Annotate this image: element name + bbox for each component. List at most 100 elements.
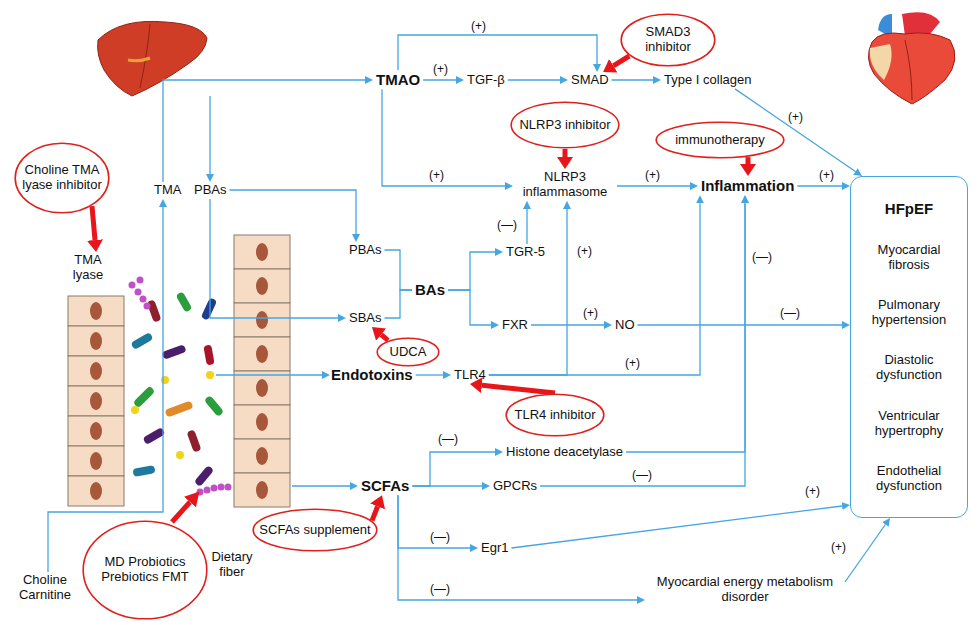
enzyme-label: TMA lyase — [64, 252, 112, 284]
intervention-ellipse: TLR4 inhibitor — [505, 393, 605, 437]
intervention-ellipse: Choline TMA lyase inhibitor — [14, 142, 110, 214]
effect-sign: (—) — [779, 307, 801, 320]
metabolite-label: PBAs — [191, 182, 230, 199]
effect-sign: (+) — [787, 111, 804, 124]
pathway-arrow — [412, 452, 495, 486]
pathway-arrow — [489, 203, 700, 375]
effect-sign: (+) — [582, 307, 599, 320]
pathway-arrow — [416, 374, 443, 375]
pathway-arrow — [526, 209, 527, 244]
intervention-ellipse: immunotherapy — [655, 121, 785, 159]
node-text: Pulmonary hypertension — [859, 298, 959, 328]
microbiota-arrow — [216, 374, 322, 375]
effect-sign: (+) — [624, 357, 641, 370]
node-text: NO — [615, 318, 635, 333]
effect-sign: (+) — [644, 169, 661, 182]
mediator-label: NO — [612, 317, 638, 334]
effect-sign: (+) — [576, 245, 593, 258]
node-text: Type I collagen — [664, 73, 751, 88]
metabolite-label: SCFAs — [358, 476, 412, 495]
pathway-arrow — [398, 495, 637, 600]
pathway-arrow — [398, 495, 470, 548]
node-text: TMA — [154, 183, 181, 198]
effect-sign: (+) — [804, 485, 821, 498]
node-text: Dietary fiber — [207, 550, 257, 580]
metabolite-label: SBAs — [346, 310, 385, 327]
pathway-arrow — [612, 79, 653, 80]
node-text: Choline Carnitine — [13, 573, 77, 603]
effect-sign: (—) — [631, 469, 653, 482]
node-text: BAs — [415, 281, 445, 298]
node-text: Endotoxins — [331, 366, 413, 383]
fiber-arrow — [292, 485, 350, 486]
node-text: UDCA — [390, 345, 427, 360]
node-text: Egr1 — [481, 541, 508, 556]
node-text: HFpEF — [859, 200, 959, 217]
pathway-arrow — [210, 199, 338, 318]
pathway-arrow — [385, 290, 413, 318]
pathway-arrow — [382, 89, 505, 186]
node-text: Endothelial dysfunction — [859, 464, 959, 494]
node-text: TLR4 — [454, 368, 486, 383]
pathway-arrow — [512, 506, 843, 548]
node-text: FXR — [502, 318, 528, 333]
receptor-label: TGR-5 — [503, 244, 548, 261]
intervention-arrow — [92, 206, 95, 240]
liver-illustration — [98, 21, 207, 96]
metabolite-label: PBAs — [346, 242, 385, 259]
effect-sign: (—) — [429, 583, 451, 596]
node-text: PBAs — [194, 183, 227, 198]
intervention-ellipse: SCFAs supplement — [252, 508, 378, 552]
effect-sign: (+) — [830, 541, 847, 554]
pathway-arrow — [508, 79, 560, 80]
pathway-arrow — [626, 203, 745, 452]
node-text: Inflammation — [701, 177, 794, 194]
metabolite-label: Endotoxins — [328, 365, 416, 384]
pathway-arrow — [423, 79, 456, 80]
pathway-arrow — [385, 250, 413, 290]
intervention-ellipse: MD Probiotics Prebiotics FMT — [82, 520, 208, 620]
pathway-arrow — [489, 209, 567, 375]
node-text: TGF-β — [467, 73, 505, 88]
node-text: SMAD3 inhibitor — [627, 25, 709, 55]
node-text: TMAO — [376, 71, 420, 88]
pathway-label: TGF-β — [464, 72, 508, 89]
node-text: SBAs — [349, 311, 382, 326]
process-label: Inflammation — [698, 176, 797, 195]
receptor-label: TLR4 — [451, 367, 489, 384]
node-text: NLRP3 inflammasome — [516, 170, 614, 200]
pathway-label: NLRP3 inflammasome — [513, 169, 617, 201]
intestinal-epithelium — [68, 235, 290, 507]
effect-sign: (—) — [429, 531, 451, 544]
effect-sign: (+) — [470, 20, 487, 33]
node-text: Ventricular hypertrophy — [859, 409, 959, 439]
intervention-arrow — [372, 506, 378, 520]
node-text: Myocardial fibrosis — [859, 243, 959, 273]
node-text: Diastolic dysfunction — [859, 353, 959, 383]
node-text: NLRP3 inhibitor — [519, 118, 610, 133]
intervention-arrow — [172, 502, 190, 522]
intervention-ellipse: UDCA — [376, 337, 440, 367]
node-text: Myocardial energy metabolism disorder — [648, 575, 842, 605]
gene-label: Egr1 — [478, 540, 511, 557]
pathway-arrow — [797, 185, 842, 186]
metabolite-label: BAs — [412, 280, 448, 299]
pathway-arrow — [412, 485, 482, 486]
node-text: TLR4 inhibitor — [515, 408, 596, 423]
effect-sign: (+) — [428, 169, 445, 182]
pathway-arrow — [638, 324, 843, 325]
effect-sign: (+) — [818, 169, 835, 182]
enzyme-label: Histone deacetylase — [503, 444, 626, 461]
intervention-arrow — [746, 157, 751, 164]
pathway-arrow — [163, 80, 365, 182]
pathway-arrow — [845, 525, 885, 583]
node-text: GPCRs — [493, 479, 537, 494]
pathway-arrow — [540, 203, 745, 486]
node-text: SMAD — [571, 73, 609, 88]
intervention-ellipse: NLRP3 inhibitor — [510, 101, 620, 149]
node-text: TGR-5 — [506, 245, 545, 260]
intervention-arrow — [613, 56, 629, 66]
receptor-label: FXR — [499, 317, 531, 334]
effect-sign: (—) — [751, 251, 773, 264]
liver-arrow — [209, 96, 210, 174]
